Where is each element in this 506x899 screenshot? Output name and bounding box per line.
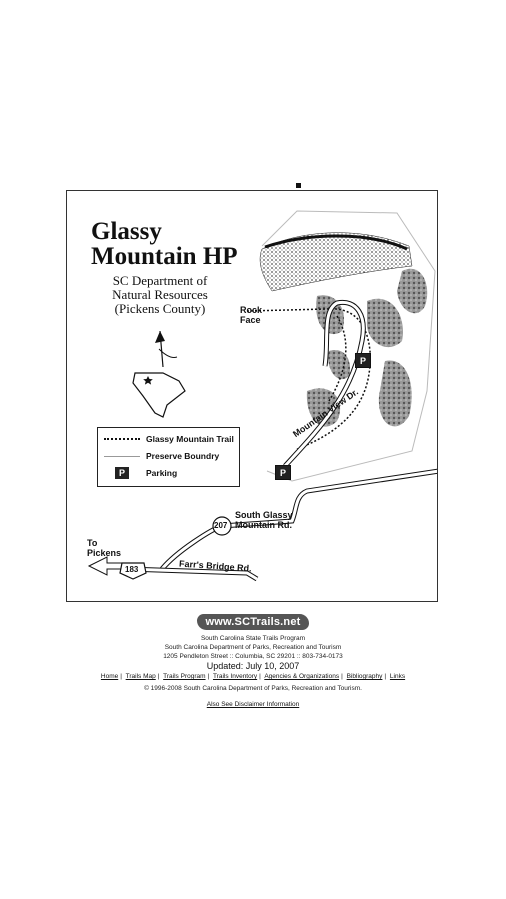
route-183-label: 183 — [125, 565, 139, 574]
map-title: Glassy Mountain HP — [91, 219, 238, 269]
footer-links: Home| Trails Map| Trails Program| Trails… — [100, 673, 406, 680]
tree-cluster — [328, 350, 351, 380]
copyright: © 1996-2008 South Carolina Department of… — [144, 685, 362, 692]
rock-face-edge — [264, 234, 408, 251]
tree-cluster — [366, 298, 403, 348]
link-agencies[interactable]: Agencies & Organizations — [264, 673, 340, 680]
legend-row-trail: Glassy Mountain Trail — [104, 432, 234, 446]
map-subtitle: SC Department of Natural Resources (Pick… — [105, 274, 215, 316]
top-marker — [296, 183, 301, 188]
link-trails-map[interactable]: Trails Map — [125, 673, 156, 680]
link-home[interactable]: Home — [100, 673, 119, 680]
subtitle-line1: SC Department of — [112, 273, 208, 288]
trail — [328, 315, 347, 402]
updated-text: Updated: July 10, 2007 — [206, 661, 300, 671]
rock-face-area — [259, 232, 413, 292]
thin-line-icon — [104, 455, 140, 457]
link-trails-program[interactable]: Trails Program — [163, 673, 206, 680]
route-207-shield — [212, 516, 232, 536]
tree-cluster — [306, 388, 341, 427]
parking-sign-icon: P — [275, 465, 291, 480]
subtitle-line2: Natural Resources — [112, 287, 208, 302]
legend: Glassy Mountain Trail Preserve Boundry P… — [97, 427, 240, 487]
map-title-line1: Glassy — [91, 218, 162, 245]
south-glassy-label: South Glassy Mountain Rd. — [235, 510, 293, 530]
footer-line2: South Carolina Department of Parks, Recr… — [164, 644, 342, 651]
dotted-line-icon — [104, 438, 140, 440]
disclaimer-link[interactable]: Also See Disclaimer Information — [206, 701, 300, 708]
footer-line1: South Carolina State Trails Program — [200, 635, 306, 642]
footer: www.SCTrails.net South Carolina State Tr… — [0, 612, 506, 711]
map: Glassy Mountain HP SC Department of Natu… — [66, 190, 438, 602]
location-star-icon — [143, 376, 153, 385]
preserve-boundary — [261, 210, 436, 482]
link-trails-inventory[interactable]: Trails Inventory — [212, 673, 258, 680]
sctrails-logo[interactable]: www.SCTrails.net — [197, 614, 309, 630]
tree-cluster — [397, 268, 428, 314]
trail — [246, 308, 371, 450]
map-drawing — [87, 210, 437, 582]
link-bibliography[interactable]: Bibliography — [346, 673, 383, 680]
parking-icon: P — [115, 467, 129, 479]
route-207-label: 207 — [214, 521, 228, 530]
tree-cluster — [378, 360, 412, 427]
legend-row-parking: P Parking — [104, 466, 177, 480]
to-pickens-label: To Pickens — [87, 538, 122, 558]
subtitle-line3: (Pickens County) — [114, 301, 206, 316]
map-title-line2: Mountain HP — [91, 243, 238, 270]
legend-row-boundary: Preserve Boundry — [104, 449, 219, 463]
route-183-shield — [119, 562, 147, 580]
link-links[interactable]: Links — [389, 673, 406, 680]
rock-face-label: Rock Face — [240, 305, 263, 325]
footer-line3: 1205 Pendleton Street :: Columbia, SC 29… — [163, 653, 343, 660]
parking-sign-icon: P — [355, 353, 371, 368]
sc-state-outline — [132, 372, 186, 418]
